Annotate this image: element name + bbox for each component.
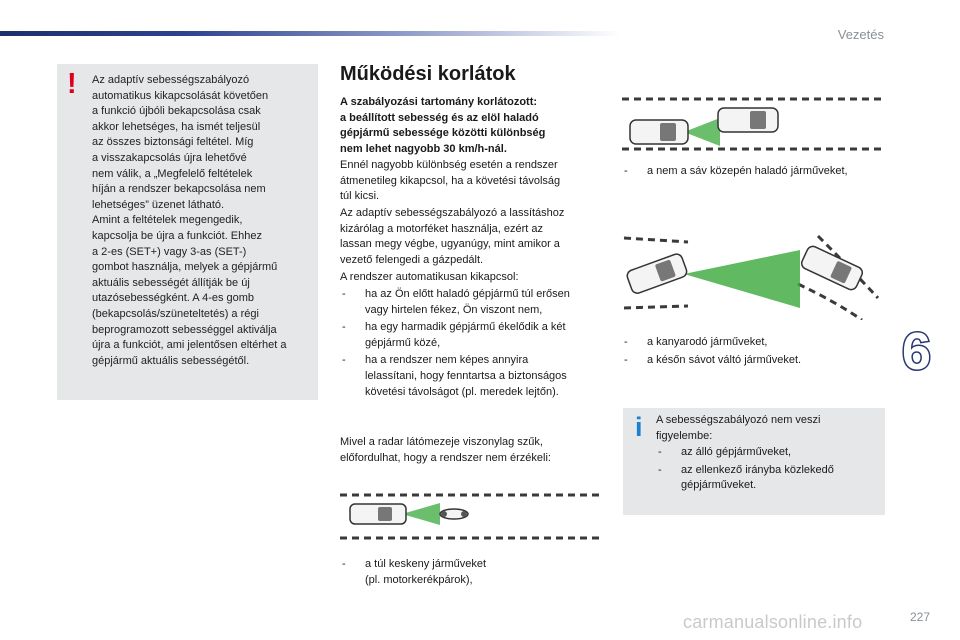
motorcycle	[439, 508, 469, 520]
front-car	[717, 107, 779, 133]
info-icon: i	[635, 412, 643, 442]
list-item: a későn sávot váltó járműveket.	[622, 353, 887, 369]
list-item-text: a nem a sáv közepén haladó járműveket,	[647, 165, 848, 177]
own-car-windshield	[378, 507, 392, 521]
list-item-text: ha az Ön előtt haladó gépjármű túl erőse…	[365, 288, 570, 316]
list-item-text: a túl keskeny járműveket (pl. motorkerék…	[365, 558, 487, 586]
exclamation-icon: !	[67, 68, 77, 100]
list-item: a túl keskeny járműveket (pl. motorkerék…	[340, 557, 605, 588]
shutdown-list: ha az Ön előtt haladó gépjármű túl erőse…	[340, 287, 605, 402]
list-item: a kanyarodó járműveket,	[622, 335, 887, 351]
paragraph-3: A rendszer automatikusan kikapcsol:	[340, 271, 519, 283]
motorcycle-wheel	[461, 511, 467, 517]
radar-beam	[684, 250, 800, 308]
off-center-vehicle-illustration	[622, 97, 884, 151]
own-car-windshield	[660, 123, 676, 141]
list-item: ha a rendszer nem képes annyira lelassít…	[340, 353, 605, 400]
paragraph-2: Az adaptív sebességszabályozó a lassítás…	[340, 207, 565, 266]
list-item: ha az Ön előtt haladó gépjármű túl erőse…	[340, 287, 605, 318]
list-item-text: az ellenkező irányba közlekedő gépjárműv…	[681, 463, 834, 492]
list-item: az álló gépjárműveket,	[656, 445, 878, 461]
turning-car	[800, 245, 864, 291]
info-box	[623, 408, 885, 515]
section-title: Vezetés	[837, 27, 884, 42]
list-item-text: a későn sávot váltó járműveket.	[647, 353, 802, 366]
radar-beam	[684, 118, 720, 146]
warning-box	[57, 64, 318, 400]
radar-beam	[402, 503, 440, 525]
own-car	[629, 119, 689, 145]
list-item-text: ha a rendszer nem képes annyira lelassít…	[365, 354, 567, 398]
list-item-text: a kanyarodó járműveket,	[647, 336, 768, 348]
list-item: ha egy harmadik gépjármű ékelődik a két …	[340, 320, 605, 351]
lane-line-left-top	[623, 236, 689, 244]
warning-text: Az adaptív sebességszabályozó automatiku…	[92, 73, 314, 369]
list-item: a nem a sáv közepén haladó járműveket,	[622, 164, 887, 180]
own-car	[626, 253, 688, 294]
lane-line-right-top	[816, 234, 880, 300]
chapter-tab	[902, 327, 960, 387]
list-item-text: az álló gépjárműveket,	[681, 446, 792, 458]
info-intro: A sebességszabályozó nem veszi figyelemb…	[656, 414, 821, 442]
info-list: az álló gépjárműveket, az ellenkező irán…	[656, 445, 878, 496]
header-gradient-bar	[0, 31, 620, 36]
turning-vehicle-illustration	[623, 234, 880, 320]
front-car-windshield	[750, 111, 766, 129]
off-center-list: a nem a sáv közepén haladó járműveket,	[622, 164, 887, 182]
paragraph-1: Ennél nagyobb különbség esetén a rendsze…	[340, 159, 561, 203]
watermark: carmanualsonline.info	[683, 612, 863, 632]
list-item-text: ha egy harmadik gépjármű ékelődik a két …	[365, 321, 566, 349]
range-limit-text: A szabályozási tartomány korlátozott: a …	[340, 96, 546, 155]
narrow-vehicle-illustration	[340, 493, 602, 540]
motorcycle-wheel	[441, 511, 447, 517]
turning-list: a kanyarodó járműveket, a későn sávot vá…	[622, 335, 887, 370]
chapter-number: 6	[901, 323, 933, 381]
list-item: az ellenkező irányba közlekedő gépjárműv…	[656, 463, 878, 494]
warning-paragraph: Az adaptív sebességszabályozó automatiku…	[92, 74, 287, 367]
lane-line-left-bottom	[623, 304, 689, 310]
radar-paragraph: Mivel a radar látómezeje viszonylag szűk…	[340, 436, 551, 464]
lane-line-right-bottom	[797, 282, 863, 320]
radar-list: a túl keskeny járműveket (pl. motorkerék…	[340, 557, 605, 590]
page-number: 227	[910, 610, 931, 624]
page-heading: Működési korlátok	[340, 63, 516, 85]
